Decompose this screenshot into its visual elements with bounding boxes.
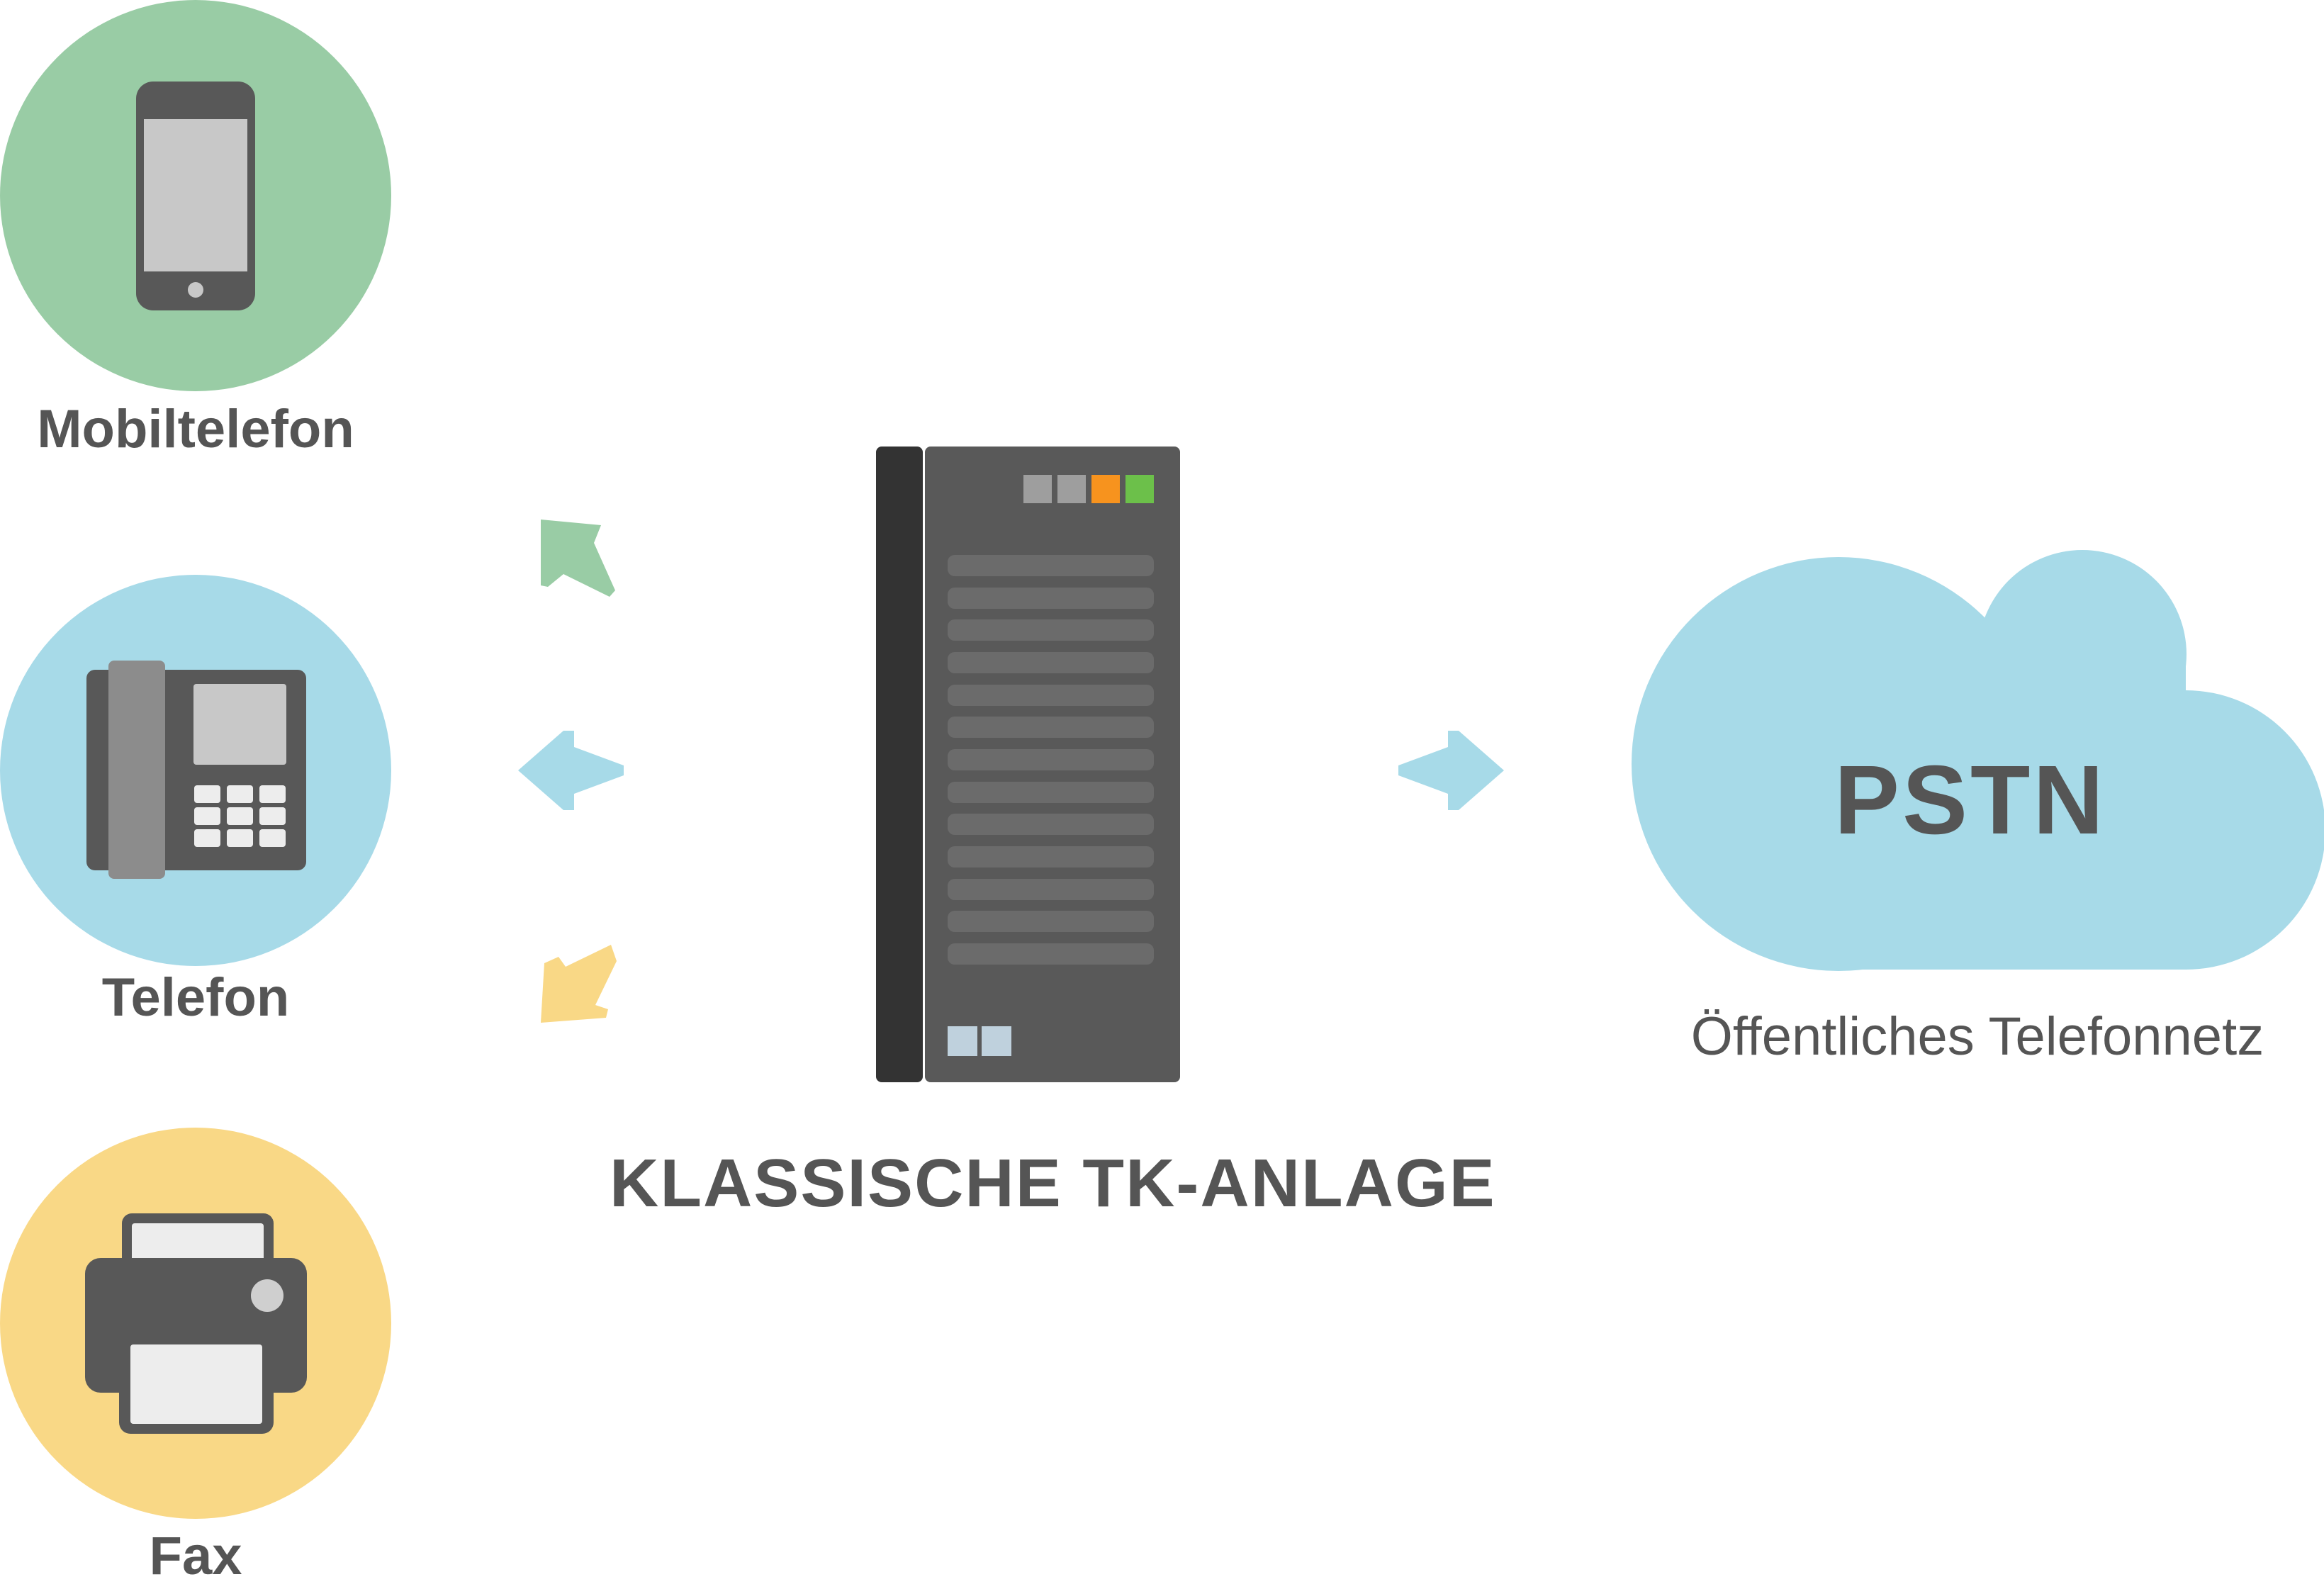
fax-device <box>0 1128 391 1519</box>
fax-label: Fax <box>149 1526 242 1586</box>
arrow-to-fax <box>541 945 617 1023</box>
pstn-title: PSTN <box>1834 746 2107 855</box>
arrow-to-telefon <box>518 731 624 810</box>
pbx-indicator-lights <box>1023 475 1154 503</box>
pbx-server-icon <box>876 447 1180 1082</box>
indicator-light-4 <box>1125 475 1154 503</box>
cloud-icon <box>1632 550 2324 971</box>
indicator-light-1 <box>1023 475 1052 503</box>
pbx-ports <box>948 1026 1011 1056</box>
mobile-label: Mobiltelefon <box>37 399 354 459</box>
pbx-slots <box>948 555 1154 965</box>
desk-phone-icon <box>86 661 306 879</box>
smartphone-icon <box>136 82 255 310</box>
arrow-to-network <box>1398 731 1504 810</box>
pbx-side-panel <box>876 447 923 1082</box>
telefon-label: Telefon <box>101 967 290 1028</box>
arrow-to-mobile <box>541 520 615 597</box>
pbx-label: KLASSISCHE TK-ANLAGE <box>610 1145 1496 1221</box>
pstn-subtitle: Öffentliches Telefonnetz <box>1690 1006 2264 1067</box>
indicator-light-3 <box>1091 475 1120 503</box>
fax-printer-icon <box>85 1213 307 1434</box>
telefon-device <box>0 575 391 966</box>
indicator-light-2 <box>1057 475 1086 503</box>
mobile-device <box>0 0 391 391</box>
